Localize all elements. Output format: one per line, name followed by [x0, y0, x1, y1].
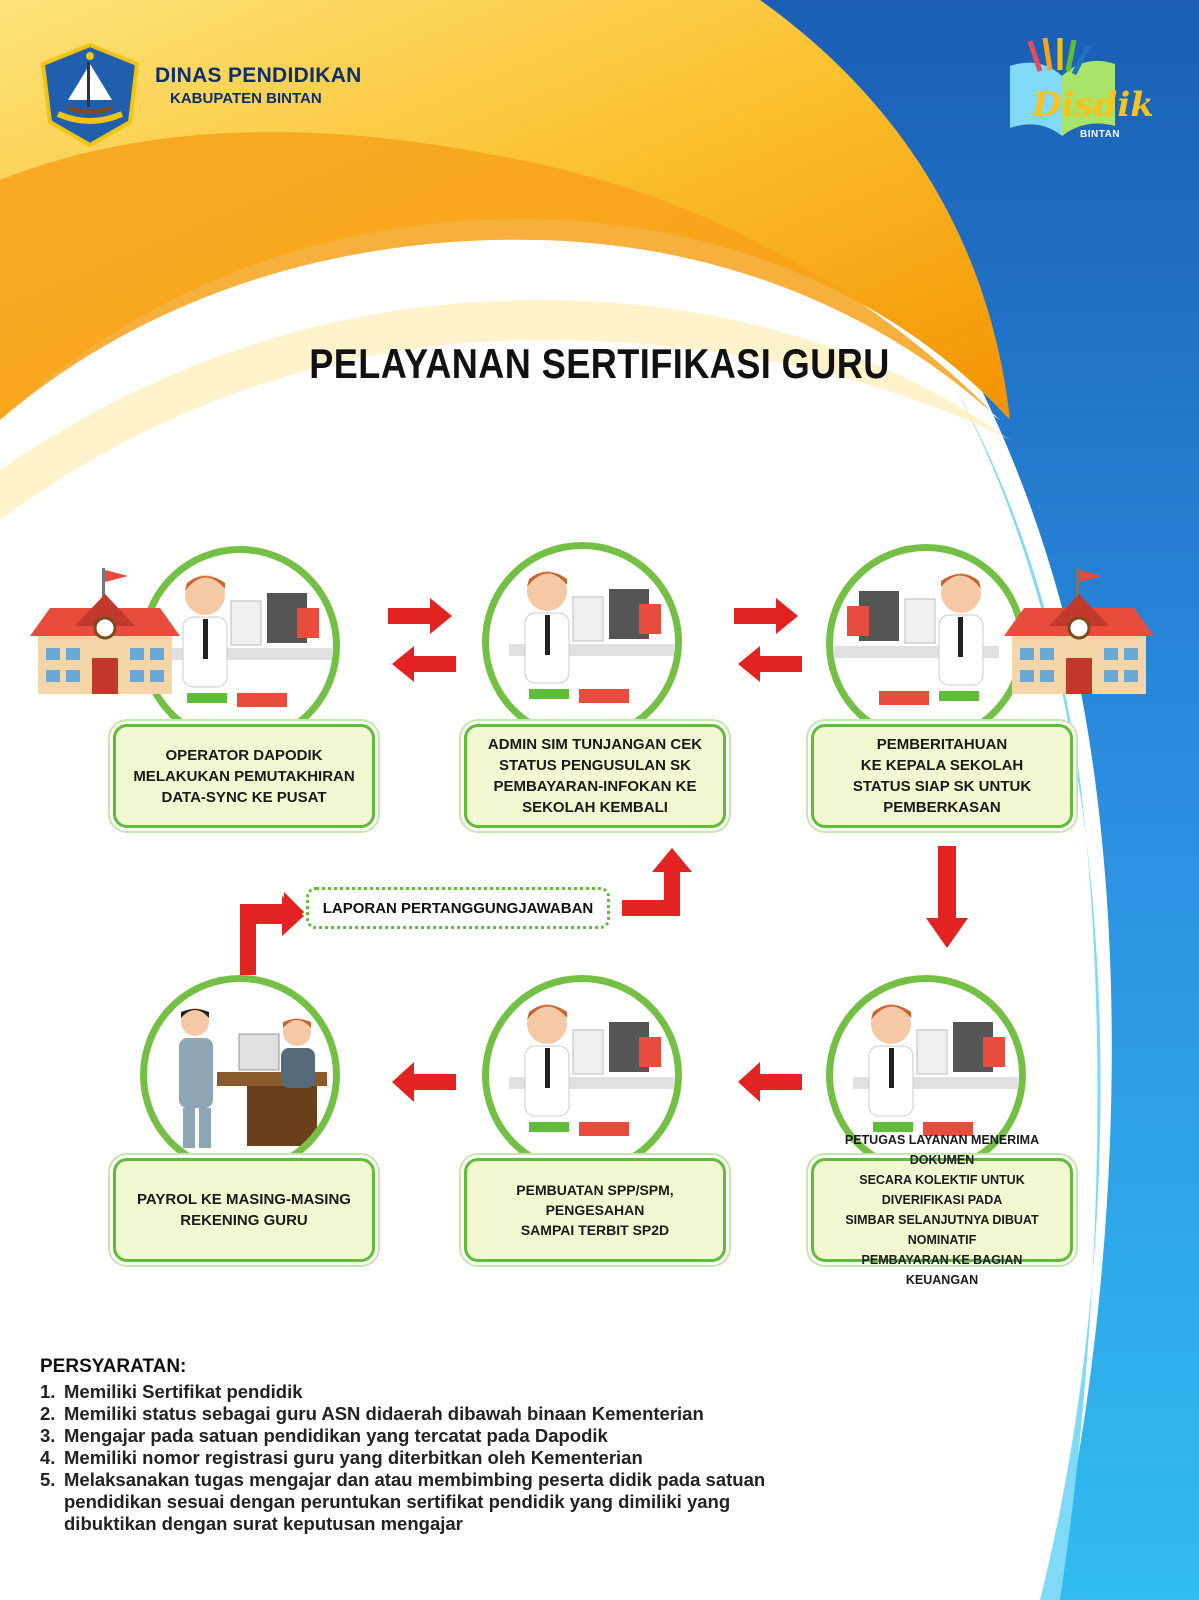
office-worker-icon — [509, 1004, 674, 1136]
requirement-item: 3.Mengajar pada satuan pendidikan yang t… — [40, 1425, 608, 1446]
requirement-item: 5.Melaksanakan tugas mengajar dan atau m… — [40, 1469, 766, 1534]
step-3-illustration — [826, 544, 1026, 744]
org-name: DINAS PENDIDIKAN — [155, 64, 362, 87]
step-4-illustration — [826, 975, 1026, 1175]
step-1-illustration — [140, 546, 340, 746]
step-3-box: PEMBERITAHUAN KE KEPALA SEKOLAH STATUS S… — [811, 724, 1073, 828]
step-4-box: PETUGAS LAYANAN MENERIMA DOKUMEN SECARA … — [811, 1133, 1073, 1287]
step-6-illustration — [140, 975, 340, 1175]
step-1-box: OPERATOR DAPODIK MELAKUKAN PEMUTAKHIRAN … — [113, 724, 375, 828]
office-worker-icon — [167, 575, 332, 707]
office-worker-icon — [509, 571, 674, 703]
step-5-illustration — [482, 975, 682, 1175]
disdik-book-icon — [1010, 37, 1115, 136]
office-worker-icon — [853, 1004, 1018, 1136]
kabupaten-bintan-emblem-icon — [40, 42, 140, 148]
step-6-box: PAYROL KE MASING-MASING REKENING GURU — [113, 1158, 375, 1262]
step-2-illustration — [482, 542, 682, 742]
requirements-heading: PERSYARATAN: — [40, 1356, 187, 1377]
school-building-icon — [1004, 568, 1154, 694]
requirement-item: 4.Memiliki nomor registrasi guru yang di… — [40, 1447, 643, 1468]
office-worker-icon — [834, 573, 999, 705]
disdik-logo-sub: BINTAN — [1080, 129, 1121, 140]
meeting-icon — [179, 1008, 327, 1148]
disdik-logo-text: Disdik — [1032, 85, 1154, 125]
school-building-icon — [30, 568, 180, 694]
org-subtitle: KABUPATEN BINTAN — [170, 90, 322, 107]
requirement-item: 1.Memiliki Sertifikat pendidik — [40, 1381, 303, 1402]
page-title: PELAYANAN SERTIFIKASI GURU — [309, 340, 890, 387]
requirements-list: 1.Memiliki Sertifikat pendidik 2.Memilik… — [40, 1381, 1160, 1535]
report-label: LAPORAN PERTANGGUNGJAWABAN — [306, 887, 610, 929]
step-5-box: PEMBUATAN SPP/SPM, PENGESAHAN SAMPAI TER… — [464, 1158, 726, 1262]
requirement-item: 2.Memiliki status sebagai guru ASN didae… — [40, 1403, 704, 1424]
step-2-box: ADMIN SIM TUNJANGAN CEK STATUS PENGUSULA… — [464, 724, 726, 828]
